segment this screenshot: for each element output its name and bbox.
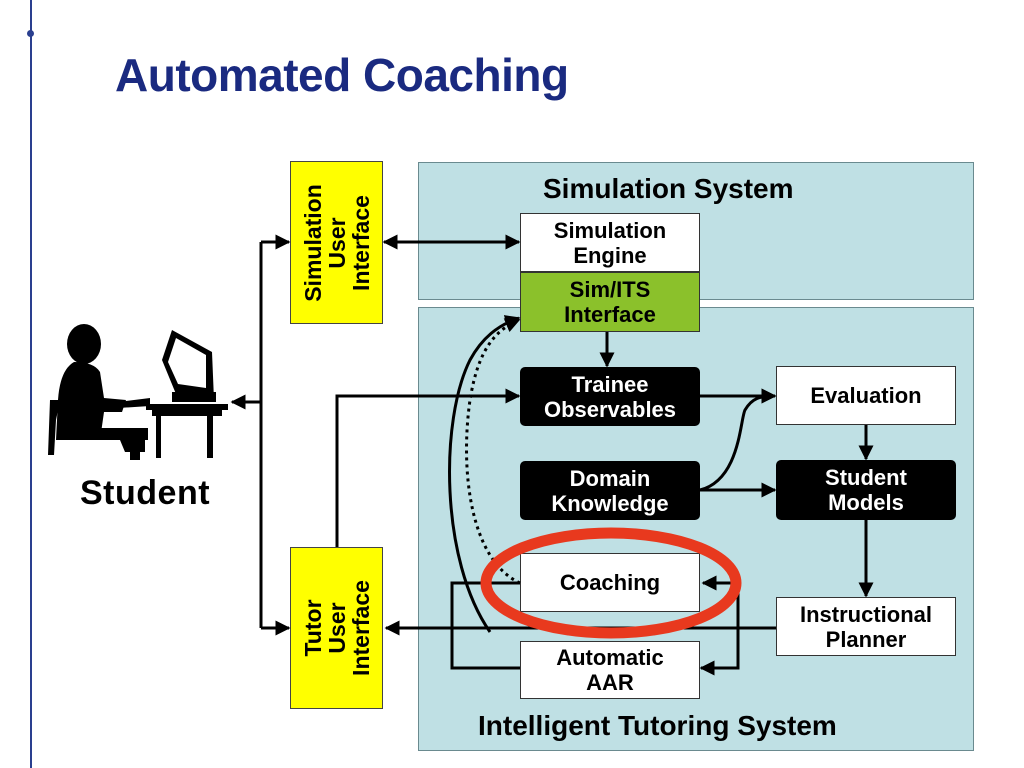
simulation-engine-box[interactable]: Simulation Engine xyxy=(520,213,700,272)
tutor-user-interface-box[interactable]: Tutor User Interface xyxy=(290,547,383,709)
student-models-box[interactable]: Student Models xyxy=(776,460,956,520)
bullet-dot xyxy=(27,30,34,37)
monitor-screen-icon xyxy=(168,338,206,388)
coaching-highlight-ellipse xyxy=(480,527,742,639)
domain-knowledge-box[interactable]: Domain Knowledge xyxy=(520,461,700,520)
instructional-planner-box[interactable]: Instructional Planner xyxy=(776,597,956,656)
its-label: Intelligent Tutoring System xyxy=(478,710,837,741)
sim-its-interface-box[interactable]: Sim/ITS Interface xyxy=(520,272,700,332)
coaching-box[interactable]: Coaching xyxy=(520,553,700,612)
left-rule xyxy=(30,0,32,768)
evaluation-box[interactable]: Evaluation xyxy=(776,366,956,425)
student-figure-icon xyxy=(48,324,228,460)
page-title: Automated Coaching xyxy=(115,49,569,101)
automatic-aar-box[interactable]: Automatic AAR xyxy=(520,641,700,699)
trainee-observables-box[interactable]: Trainee Observables xyxy=(520,367,700,426)
simulation-system-label: Simulation System xyxy=(543,173,794,204)
student-label: Student xyxy=(80,474,211,512)
